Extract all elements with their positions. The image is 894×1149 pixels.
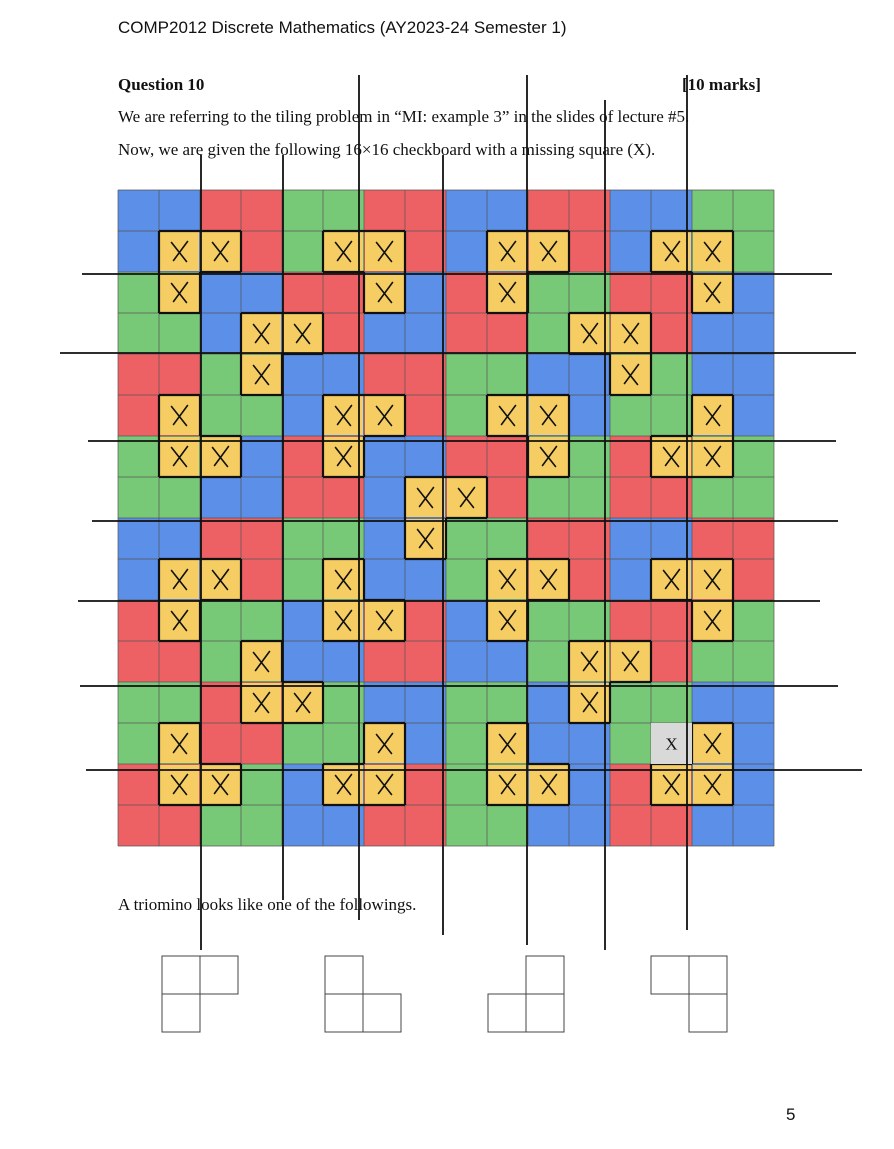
triomino-square	[324, 993, 364, 1033]
x-mark	[539, 773, 558, 796]
x-mark	[498, 404, 517, 427]
x-mark	[334, 773, 353, 796]
triomino-square	[688, 993, 728, 1033]
x-mark	[375, 281, 394, 304]
x-mark	[621, 322, 640, 345]
x-mark	[334, 609, 353, 632]
question-text-line-2: Now, we are given the following 16×16 ch…	[118, 140, 656, 159]
x-mark	[703, 445, 722, 468]
x-mark	[170, 281, 189, 304]
triomino-example-3	[487, 955, 565, 1033]
triomino-example-1	[161, 955, 239, 1033]
x-mark	[498, 773, 517, 796]
triomino-example-4	[650, 955, 728, 1033]
x-mark	[375, 240, 394, 263]
x-mark	[252, 691, 271, 714]
x-mark	[293, 691, 312, 714]
x-mark	[293, 322, 312, 345]
x-mark	[580, 322, 599, 345]
triomino-square	[650, 955, 690, 995]
x-mark	[170, 609, 189, 632]
page-header: COMP2012 Discrete Mathematics (AY2023-24…	[118, 18, 567, 37]
triomino-square	[362, 993, 402, 1033]
x-mark	[211, 240, 230, 263]
x-mark	[703, 568, 722, 591]
x-mark	[703, 732, 722, 755]
x-mark	[498, 609, 517, 632]
x-mark	[211, 445, 230, 468]
x-mark	[252, 322, 271, 345]
x-mark	[662, 240, 681, 263]
x-mark	[252, 650, 271, 673]
x-mark	[375, 732, 394, 755]
question-title: Question 10	[118, 75, 205, 94]
triomino-square	[161, 993, 201, 1033]
triomino-square	[525, 993, 565, 1033]
x-mark	[498, 281, 517, 304]
x-mark	[498, 568, 517, 591]
x-mark	[539, 445, 558, 468]
triomino-square	[487, 993, 527, 1033]
missing-square-label: X	[665, 735, 677, 754]
x-mark	[621, 363, 640, 386]
triomino-square	[688, 955, 728, 995]
x-mark	[170, 568, 189, 591]
x-mark	[334, 568, 353, 591]
x-mark	[703, 404, 722, 427]
missing-square	[651, 723, 692, 764]
x-mark	[539, 568, 558, 591]
triomino-example-2	[324, 955, 402, 1033]
x-mark	[375, 404, 394, 427]
x-mark	[416, 486, 435, 509]
x-mark	[539, 404, 558, 427]
x-mark	[580, 691, 599, 714]
x-mark	[498, 240, 517, 263]
x-mark	[334, 404, 353, 427]
x-mark	[580, 650, 599, 673]
x-mark	[375, 773, 394, 796]
question-text-line-1: We are referring to the tiling problem i…	[118, 107, 690, 126]
page-number: 5	[786, 1105, 796, 1124]
x-mark	[375, 609, 394, 632]
x-mark	[170, 240, 189, 263]
x-mark	[334, 445, 353, 468]
x-mark	[416, 527, 435, 550]
triomino-square	[324, 955, 364, 995]
triomino-square	[199, 955, 239, 995]
triomino-square	[161, 955, 201, 995]
question-marks: [10 marks]	[682, 75, 761, 94]
triomino-square	[525, 955, 565, 995]
x-mark	[703, 281, 722, 304]
x-mark	[662, 445, 681, 468]
x-mark	[211, 568, 230, 591]
x-mark	[252, 363, 271, 386]
x-mark	[170, 773, 189, 796]
x-mark	[662, 568, 681, 591]
x-mark	[334, 240, 353, 263]
x-mark	[662, 773, 681, 796]
x-mark	[498, 732, 517, 755]
triomino-caption: A triomino looks like one of the followi…	[118, 895, 417, 914]
x-mark	[703, 773, 722, 796]
x-mark	[170, 732, 189, 755]
x-mark	[703, 240, 722, 263]
x-mark	[621, 650, 640, 673]
x-mark	[539, 240, 558, 263]
x-mark	[703, 609, 722, 632]
x-mark	[211, 773, 230, 796]
x-mark	[170, 404, 189, 427]
x-mark	[457, 486, 476, 509]
x-mark	[170, 445, 189, 468]
